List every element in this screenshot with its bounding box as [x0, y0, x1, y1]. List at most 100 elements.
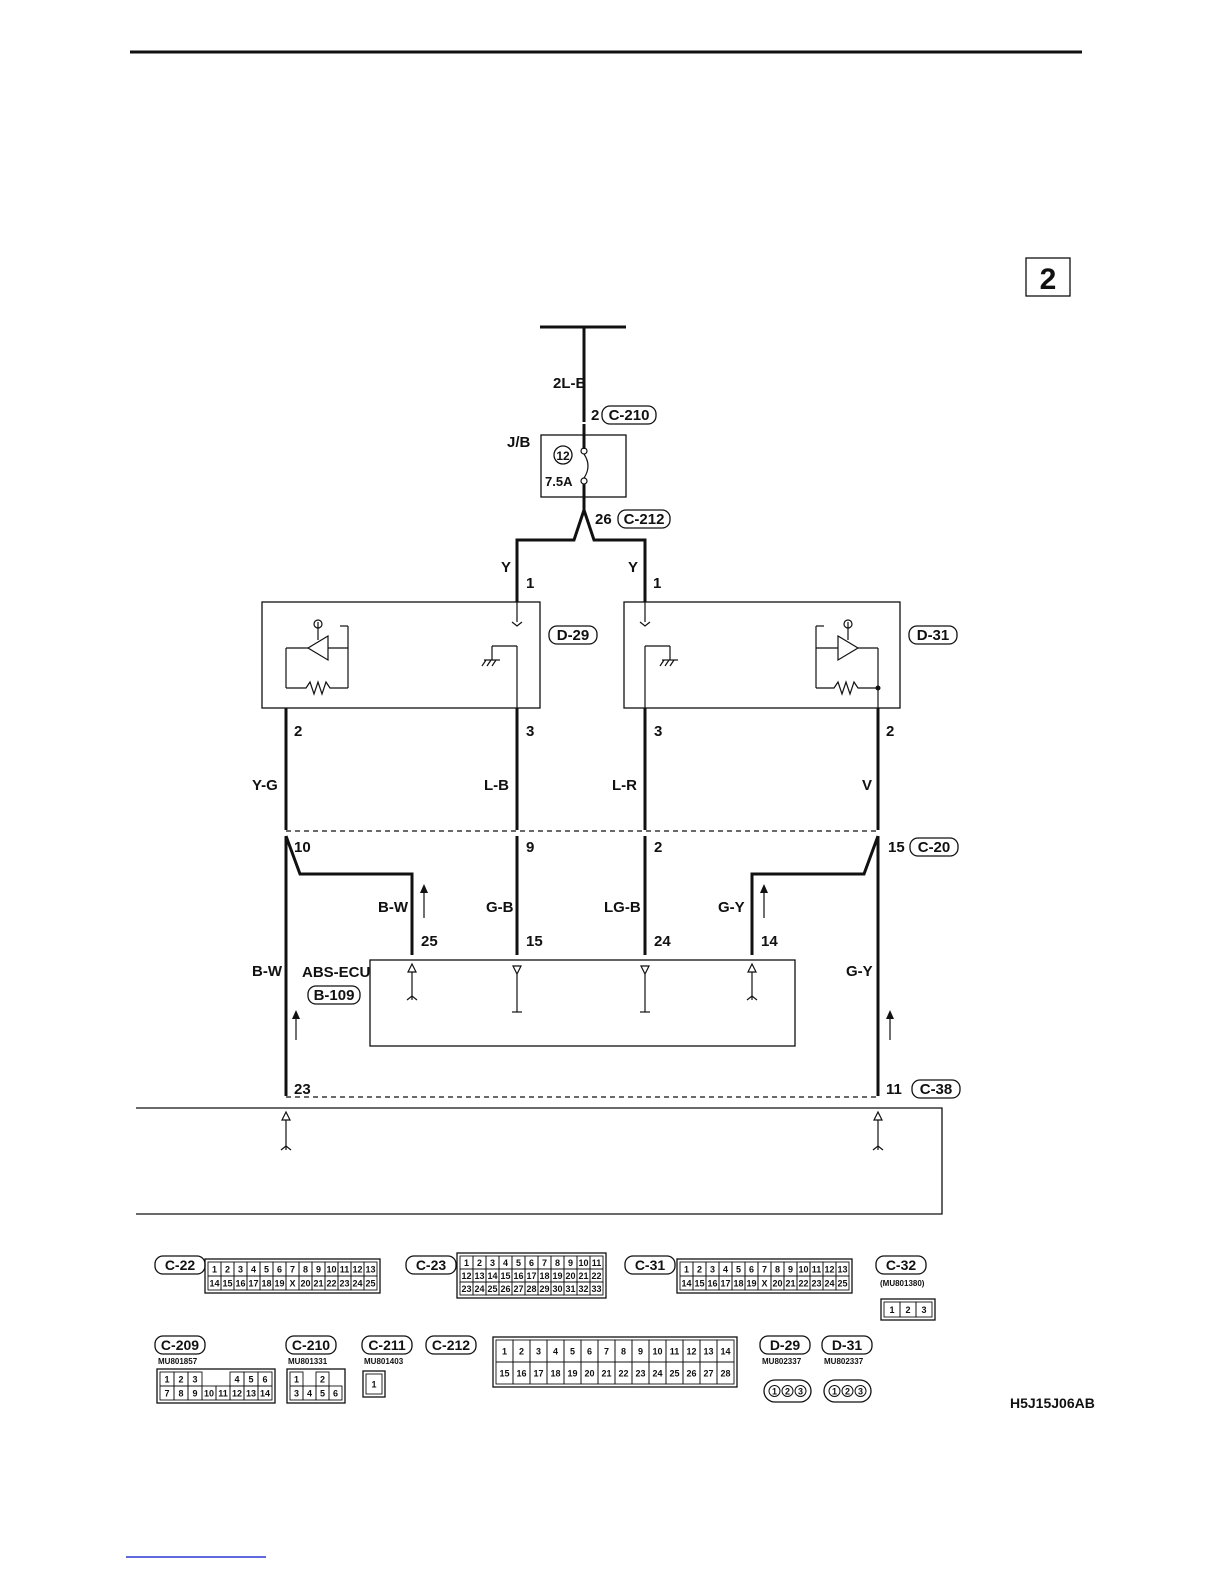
- legend-pin-c-23: 7: [542, 1258, 547, 1268]
- legend-pin-c-212: 12: [686, 1347, 696, 1357]
- wire-color-bw-upper: B-W: [378, 899, 409, 916]
- legend-pin-c-22: 10: [326, 1265, 336, 1275]
- legend-pin-c-22: 11: [340, 1265, 350, 1275]
- legend-pin-c-23: 32: [578, 1284, 588, 1294]
- connector-c212: C-212: [624, 511, 665, 528]
- legend-pin-c-212: 18: [550, 1369, 560, 1379]
- legend-part-c-32: (MU801380): [880, 1279, 925, 1288]
- legend-pin-c-23: 12: [461, 1271, 471, 1281]
- legend-pin-c-32: 2: [905, 1305, 910, 1315]
- connector-c38: C-38: [920, 1081, 953, 1098]
- legend-pin-c-212: 9: [638, 1347, 643, 1357]
- legend-body-c-32: [880, 1298, 936, 1321]
- legend-pin-c-23: 18: [539, 1271, 549, 1281]
- legend-pin-c-31: 18: [733, 1279, 743, 1289]
- legend-cell-c-212: [716, 1361, 735, 1385]
- legend-tag-c-23: [405, 1255, 457, 1275]
- legend-cell-d-31: [841, 1385, 854, 1397]
- legend-pin-c-23: 20: [565, 1271, 575, 1281]
- pin-c20-10: 10: [294, 839, 311, 856]
- legend-part-c-209: MU801857: [158, 1357, 198, 1366]
- legend-pin-c-22: 14: [209, 1279, 219, 1289]
- legend-pin-c-22: X: [289, 1279, 295, 1289]
- legend-pin-c-23: 33: [591, 1284, 601, 1294]
- legend-pin-c-31: 20: [772, 1279, 782, 1289]
- legend-pin-c-31: 15: [694, 1279, 704, 1289]
- legend-pin-c-209: 5: [248, 1375, 253, 1385]
- legend-pin-c-210: 4: [307, 1389, 312, 1399]
- legend-pin-c-212: 15: [499, 1369, 509, 1379]
- pin-d29-1: 1: [526, 575, 534, 592]
- legend-body-c-210: [286, 1368, 346, 1404]
- legend-pin-c-209: 9: [192, 1389, 197, 1399]
- legend-pin-c-22: 3: [238, 1265, 243, 1275]
- legend-cell-d-29: [781, 1385, 794, 1397]
- pin-ecu-25: 25: [421, 933, 438, 950]
- connector-tag-c210: [601, 405, 657, 425]
- legend-cell-c-31: [835, 1275, 850, 1291]
- legend-pin-c-22: 2: [225, 1265, 230, 1275]
- connector-tag-c20: [909, 837, 959, 857]
- legend-pin-c-31: 14: [681, 1279, 691, 1289]
- connector-c20: C-20: [918, 839, 951, 856]
- page-marker: 2: [1025, 257, 1071, 297]
- legend-body-d-31: [823, 1379, 872, 1403]
- pin-c38-23: 23: [294, 1081, 311, 1098]
- signal-arrow-upper-right: [760, 884, 768, 918]
- legend-pin-c-31: 21: [785, 1279, 795, 1289]
- fuse-number: 12: [556, 449, 570, 463]
- pin-ecu-15: 15: [526, 933, 543, 950]
- legend-pin-c-22: 25: [365, 1279, 375, 1289]
- sensor-box-d29: [261, 601, 541, 709]
- sensor-box-d31: [623, 601, 901, 709]
- legend-body-c-211: [362, 1370, 386, 1398]
- legend-pin-c-31: 25: [837, 1279, 847, 1289]
- legend-cell-c-23: [589, 1281, 604, 1296]
- legend-pin-c-23: 13: [474, 1271, 484, 1281]
- legend-name-c-209: C-209: [161, 1337, 199, 1353]
- legend-pin-c-212: 25: [669, 1369, 679, 1379]
- legend-name-c-32: C-32: [886, 1257, 917, 1273]
- pin-d29-3: 3: [526, 723, 534, 740]
- legend-pin-c-209: 3: [192, 1375, 197, 1385]
- legend-tag-d-31: [821, 1335, 873, 1355]
- connector-d31: D-31: [917, 627, 950, 644]
- legend-pin-c-209: 10: [204, 1389, 214, 1399]
- legend-pin-c-210: 2: [320, 1375, 325, 1385]
- sensor-circuit-d31: [639, 602, 881, 708]
- legend-pin-c-212: 17: [533, 1369, 543, 1379]
- connector-b109: B-109: [314, 987, 355, 1004]
- legend-body-c-31: [676, 1258, 853, 1294]
- legend-pin-c-209: 4: [234, 1375, 239, 1385]
- legend-pin-c-31: 10: [798, 1265, 808, 1275]
- legend-pin-c-23: 26: [500, 1284, 510, 1294]
- legend-pin-c-212: 3: [536, 1347, 541, 1357]
- legend-pin-c-209: 6: [262, 1375, 267, 1385]
- legend-pin-c-212: 23: [635, 1369, 645, 1379]
- legend-pin-c-209: 11: [218, 1389, 228, 1399]
- pin-d31-3: 3: [654, 723, 662, 740]
- pin-ecu-24: 24: [654, 933, 671, 950]
- legend-pin-c-31: 7: [762, 1265, 767, 1275]
- legend-pin-c-212: 6: [587, 1347, 592, 1357]
- legend-pin-d-31: 2: [845, 1387, 850, 1397]
- legend-tag-c-209: [154, 1335, 206, 1355]
- legend-body-c-23: [456, 1252, 607, 1299]
- pin-ecu-14: 14: [761, 933, 778, 950]
- ecu-label: ABS-ECU: [302, 964, 370, 981]
- fuse-symbol: [583, 453, 589, 479]
- legend-pin-c-23: 23: [461, 1284, 471, 1294]
- legend-pin-c-212: 8: [621, 1347, 626, 1357]
- legend-pin-c-212: 27: [703, 1369, 713, 1379]
- wire-color-d29-pin3: L-B: [484, 777, 509, 794]
- wire-color-left-feed: Y: [501, 559, 511, 576]
- pin-c20-9: 9: [526, 839, 534, 856]
- wire-color-d31-pin2: V: [862, 777, 872, 794]
- legend-pin-c-23: 15: [500, 1271, 510, 1281]
- legend-pin-c-23: 25: [487, 1284, 497, 1294]
- legend-pin-c-23: 2: [477, 1258, 482, 1268]
- legend-pin-c-31: 19: [746, 1279, 756, 1289]
- legend-pin-c-212: 16: [516, 1369, 526, 1379]
- junction-block-label: J/B: [507, 434, 531, 451]
